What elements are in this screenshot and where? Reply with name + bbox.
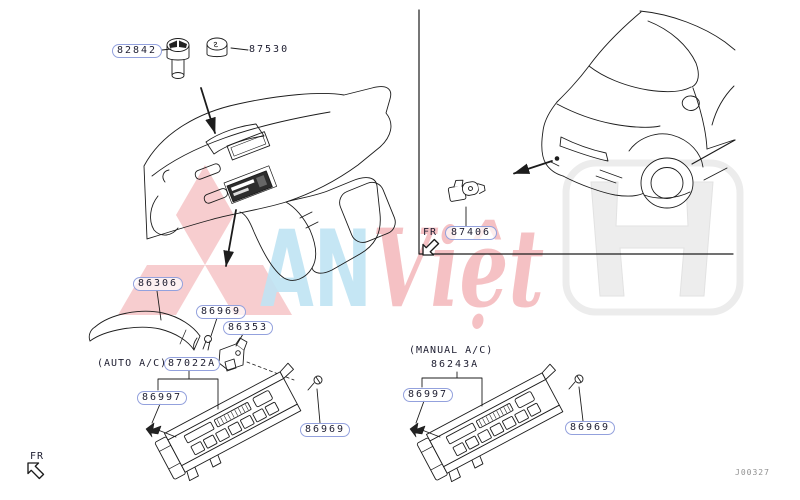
part-label-87530: 87530 <box>249 44 290 55</box>
part-label-86969-hose[interactable]: 86969 <box>196 305 246 319</box>
watermark-text-red: Việt <box>372 206 544 332</box>
hose-screw-drawing <box>202 335 212 351</box>
manual-screw-drawing <box>568 374 584 390</box>
part-label-86997-right[interactable]: 86997 <box>403 388 453 402</box>
part-label-86353[interactable]: 86353 <box>223 321 273 335</box>
manual-panel-drawing <box>412 362 580 489</box>
part-label-82842[interactable]: 82842 <box>112 44 162 58</box>
part-label-86243A: 86243A <box>431 359 480 370</box>
knob-82842-drawing <box>166 38 190 79</box>
watermark-text-blue: AN <box>260 208 372 331</box>
dashboard-drawing <box>143 86 396 281</box>
part-label-87406[interactable]: 87406 <box>445 226 497 240</box>
leader-86306 <box>156 290 162 321</box>
leader-86353 <box>235 333 244 347</box>
fr-text-main: FR <box>30 451 45 462</box>
part-label-86969-left[interactable]: 86969 <box>300 423 350 437</box>
cap-87530-drawing <box>206 37 228 58</box>
part-label-86306[interactable]: 86306 <box>133 277 183 291</box>
hose-drawing <box>88 310 201 351</box>
dashed-sensor-to-panel <box>246 361 295 381</box>
arrow-dash-to-panel <box>223 209 237 267</box>
auto-bracket-leaders <box>151 370 321 424</box>
hvac-unit-in-dash <box>226 170 273 203</box>
sensor-86353-drawing <box>218 337 248 372</box>
leader-86969-hose <box>210 317 218 337</box>
sensor-87406-drawing <box>447 179 486 227</box>
leader-87530 <box>230 47 249 51</box>
part-label-87022A[interactable]: 87022A <box>164 357 220 371</box>
part-label-86997-left[interactable]: 86997 <box>137 391 187 405</box>
part-label-86969-right[interactable]: 86969 <box>565 421 615 435</box>
manual-bracket-leaders <box>415 371 584 424</box>
arrow-knob-to-dash <box>200 87 216 134</box>
inset-box-border <box>418 9 734 255</box>
manual-clip-drawing <box>409 422 441 438</box>
location-dot <box>554 156 560 161</box>
doc-number: J00327 <box>735 468 770 477</box>
auto-clip-drawing <box>145 422 177 438</box>
pointer-line-rocker <box>691 139 736 165</box>
caption-auto-ac: (AUTO A/C) <box>97 358 168 369</box>
auto-screw-drawing <box>307 375 323 391</box>
arrow-car-to-sensor <box>513 160 553 175</box>
caption-manual-ac: (MANUAL A/C) <box>409 345 494 356</box>
leader-82842 <box>161 48 172 51</box>
fr-text-inset: FR <box>423 227 438 238</box>
auto-panel-drawing <box>150 361 318 488</box>
fr-arrow-main <box>27 462 45 480</box>
car-drawing <box>541 10 736 209</box>
